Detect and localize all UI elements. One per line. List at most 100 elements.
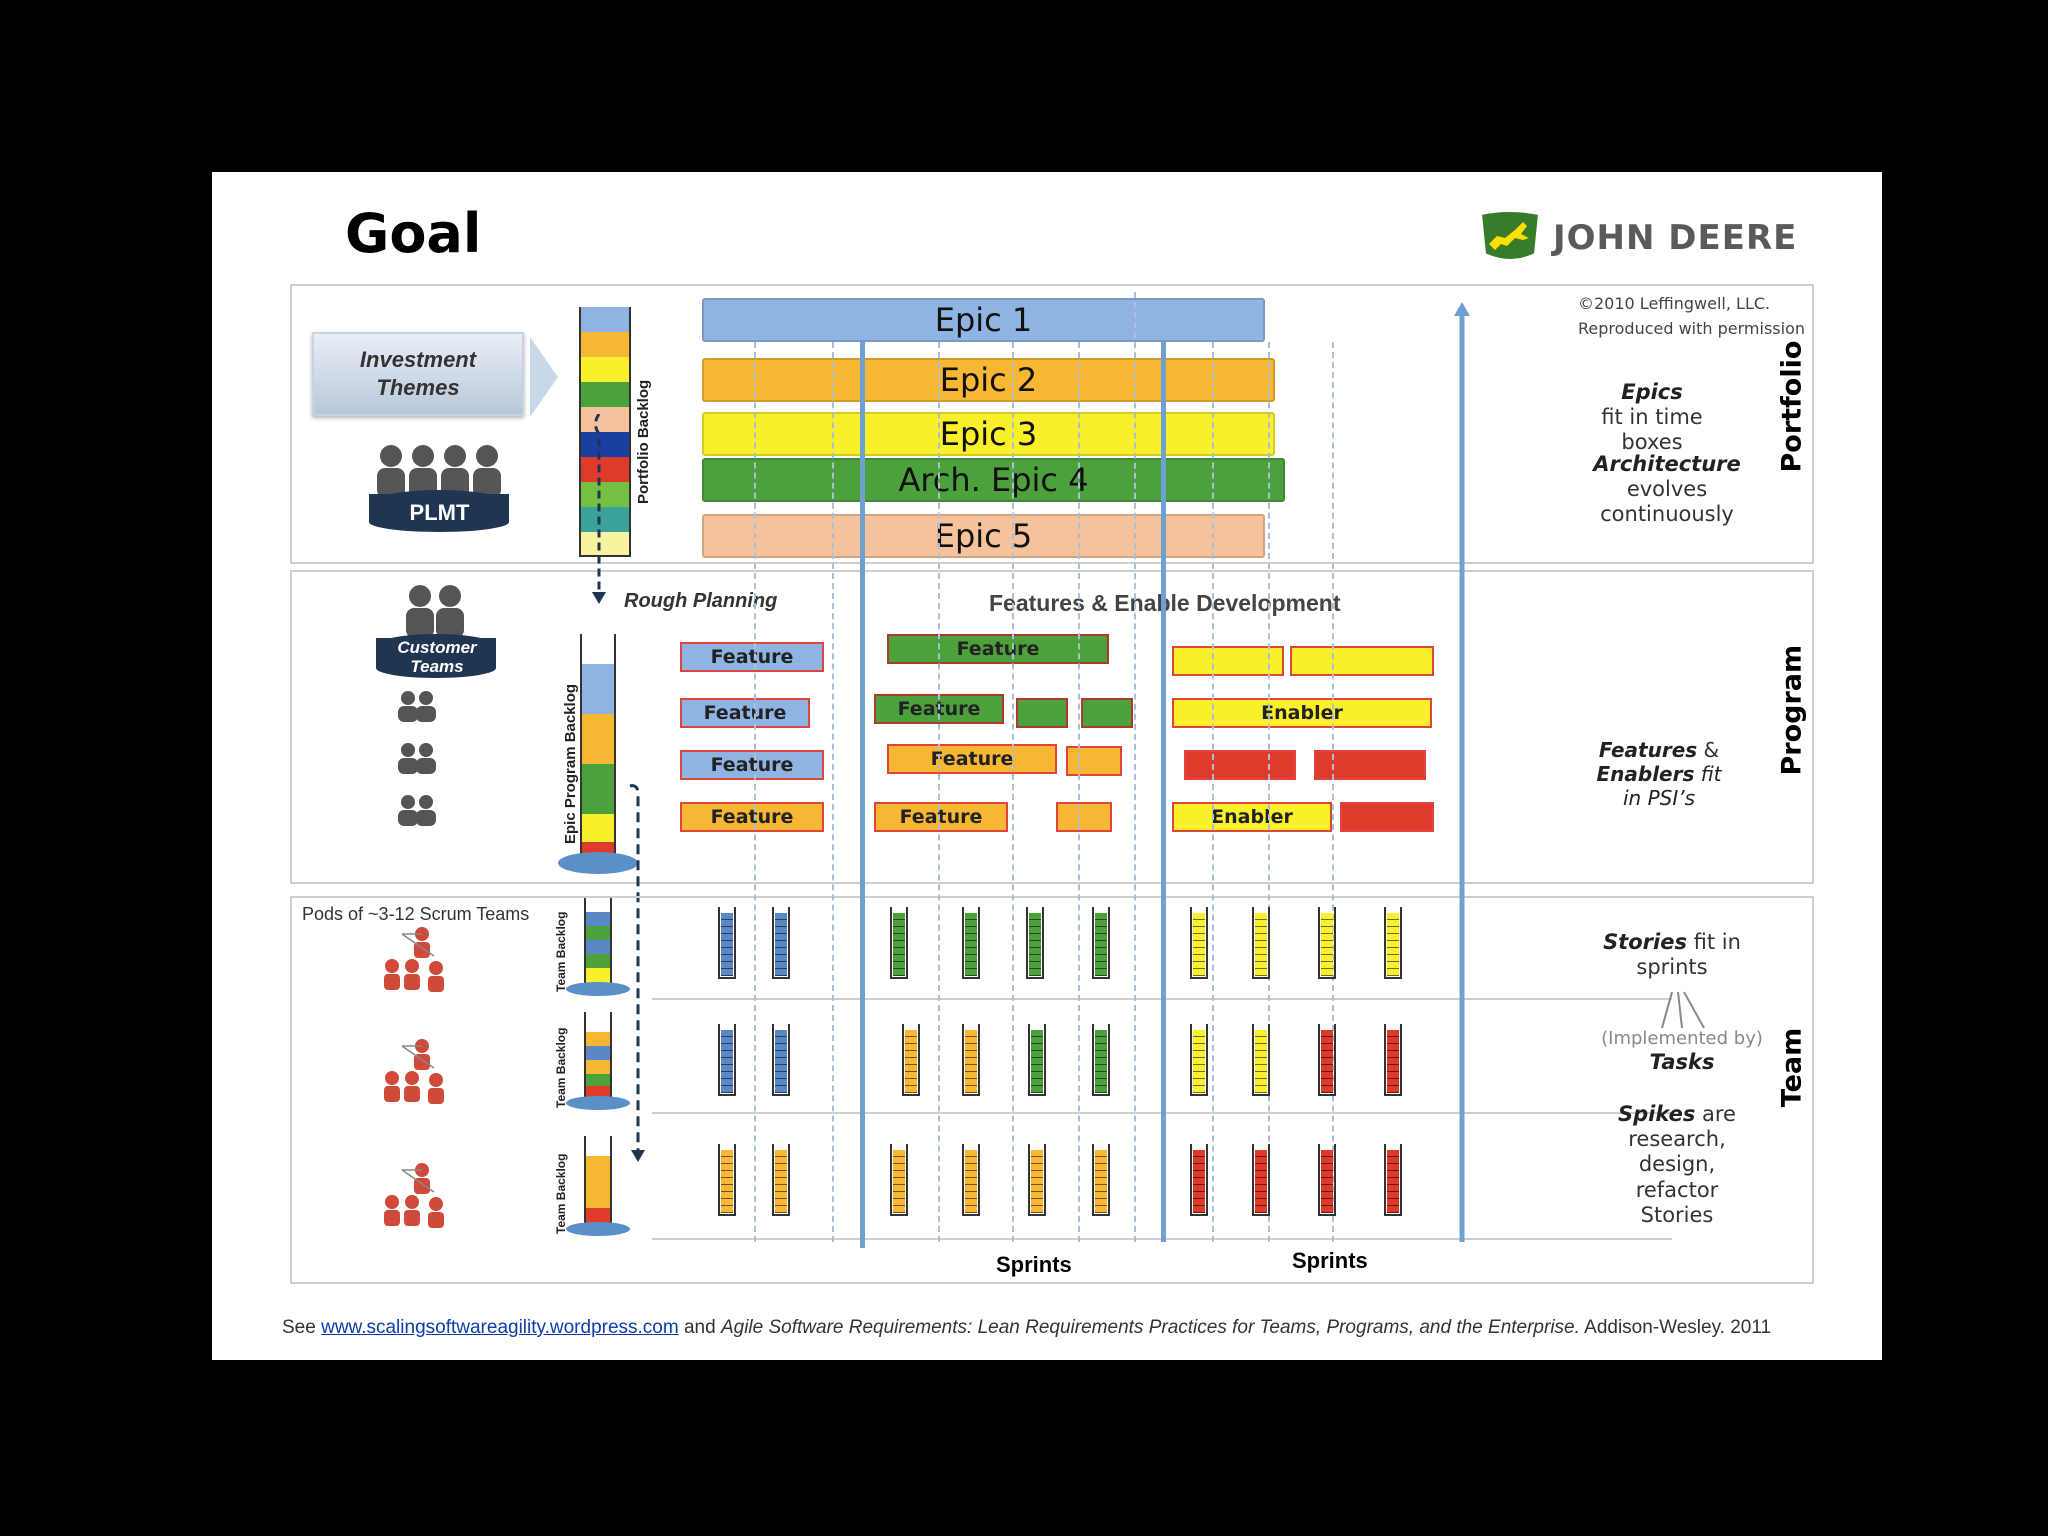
side-tasks-title: Tasks	[1649, 1050, 1715, 1074]
side-epics-title: Epics	[1621, 380, 1683, 404]
side-features-title: Features	[1598, 738, 1698, 762]
portfolio-band-label: Portfolio	[1776, 340, 1808, 473]
story-tube	[962, 907, 980, 979]
psi-boundary	[1161, 342, 1166, 1242]
story-tube	[1318, 1024, 1336, 1096]
team-pair-icon	[398, 795, 436, 826]
investment-themes-box: Investment Themes	[312, 332, 524, 416]
enabler-block	[1340, 802, 1434, 832]
feature-block	[1081, 698, 1133, 728]
story-tube	[1092, 907, 1110, 979]
story-tube	[718, 1144, 736, 1216]
team-band	[290, 896, 1814, 1284]
story-tube	[890, 1144, 908, 1216]
story-tube	[772, 1024, 790, 1096]
john-deere-logo: JOHN DEERE	[1475, 208, 1805, 268]
feature-card: Feature	[680, 698, 810, 728]
epic-program-backlog-label: Epic Program Backlog	[562, 683, 579, 844]
footer-book: Agile Software Requirements: Lean Requir…	[720, 1317, 1580, 1338]
team-backlog-label: Team Backlog	[554, 911, 568, 992]
sprint-guide	[1134, 292, 1136, 1242]
team-backlog-stack	[584, 1012, 612, 1102]
story-tube	[1190, 907, 1208, 979]
investment-themes-label: Investment Themes	[359, 347, 477, 400]
stack-base	[566, 982, 630, 996]
copyright-line1: ©2010 Leffingwell, LLC.	[1578, 294, 1771, 313]
feature-card: Feature	[887, 634, 1109, 664]
story-tube	[1318, 1144, 1336, 1216]
enabler-block	[1184, 750, 1296, 780]
team-backlog-label: Team Backlog	[554, 1153, 568, 1234]
stack-base	[566, 1222, 630, 1236]
side-sprints: sprints	[1636, 955, 1708, 980]
side-epics-rest: fit in time boxes	[1601, 405, 1703, 455]
story-tube	[1028, 1024, 1046, 1096]
side-fit: fit	[1700, 762, 1722, 786]
footer-and: and	[683, 1317, 716, 1338]
epic-2: Epic 2	[702, 358, 1275, 402]
team-backlog-label: Team Backlog	[554, 1027, 568, 1108]
story-tube	[718, 907, 736, 979]
epic-program-backlog-stack	[580, 634, 616, 864]
rough-planning-label: Rough Planning	[624, 590, 778, 612]
story-tube	[962, 1024, 980, 1096]
team-band-label: Team	[1776, 1027, 1808, 1108]
arch-epic-4: Arch. Epic 4	[702, 458, 1285, 502]
sprint-guide	[832, 342, 834, 1242]
story-tube	[1252, 1144, 1270, 1216]
enabler-block	[1314, 750, 1426, 780]
arrow-right-icon	[530, 337, 558, 417]
story-tube	[1092, 1024, 1110, 1096]
scrum-team-icon	[384, 1039, 444, 1104]
side-refactor: refactor	[1635, 1177, 1719, 1202]
story-tube	[718, 1024, 736, 1096]
timeline-arrow-icon	[1454, 302, 1470, 1242]
side-arch-rest1: evolves	[1626, 477, 1708, 502]
story-tube	[902, 1024, 920, 1096]
deer-logo-icon	[1479, 210, 1541, 261]
pods-label: Pods of ~3-12 Scrum Teams	[302, 904, 530, 924]
portfolio-backlog-label: Portfolio Backlog	[635, 379, 652, 504]
dashed-arrow-down-icon	[629, 784, 645, 1162]
epic-3: Epic 3	[702, 412, 1275, 456]
plmt-group-icon	[369, 445, 509, 532]
enabler-block	[1290, 646, 1434, 676]
sprint-guide	[1212, 342, 1214, 1242]
program-band	[290, 570, 1814, 884]
side-arch-title: Architecture	[1593, 452, 1741, 476]
story-tube	[1092, 1144, 1110, 1216]
side-tasks: Tasks	[1612, 1050, 1752, 1075]
story-tube	[1028, 1144, 1046, 1216]
portfolio-band	[290, 284, 1814, 564]
side-amp: &	[1703, 738, 1720, 762]
story-tube	[1252, 907, 1270, 979]
psi-boundary	[860, 342, 865, 1248]
stack-base	[558, 852, 638, 874]
side-are: are	[1702, 1102, 1736, 1126]
brand-name: JOHN DEERE	[1553, 218, 1798, 258]
story-tube	[1384, 1024, 1402, 1096]
enabler-block	[1172, 646, 1284, 676]
side-spikes-title: Spikes	[1618, 1102, 1696, 1126]
story-tube	[1026, 907, 1044, 979]
feature-card: Feature	[887, 744, 1057, 774]
sprint-guide	[938, 342, 940, 1242]
team-pair-icon	[398, 691, 436, 722]
feature-block	[1056, 802, 1112, 832]
feature-block	[1066, 746, 1122, 776]
sprint-guide	[1268, 342, 1270, 1242]
page-title: Goal	[345, 202, 482, 265]
side-enablers-title: Enablers	[1596, 762, 1695, 786]
sprint-guide	[1332, 342, 1334, 1242]
sprint-guide	[754, 342, 756, 1242]
program-band-label: Program	[1776, 644, 1808, 776]
footer-link[interactable]: www.scalingsoftwareagility.wordpress.com	[321, 1317, 679, 1338]
side-architecture: Architecture evolves continuously	[1587, 452, 1747, 528]
feature-card: Feature	[680, 802, 824, 832]
side-features: Features & Enablers fit in PSI’s	[1584, 738, 1734, 810]
story-tube	[962, 1144, 980, 1216]
feature-card: Feature	[680, 642, 824, 672]
side-spikes: Spikes are research, design, refactor St…	[1602, 1102, 1752, 1228]
sprint-guide	[1078, 342, 1080, 1242]
copyright-line2: Reproduced with permission	[1578, 318, 1805, 338]
